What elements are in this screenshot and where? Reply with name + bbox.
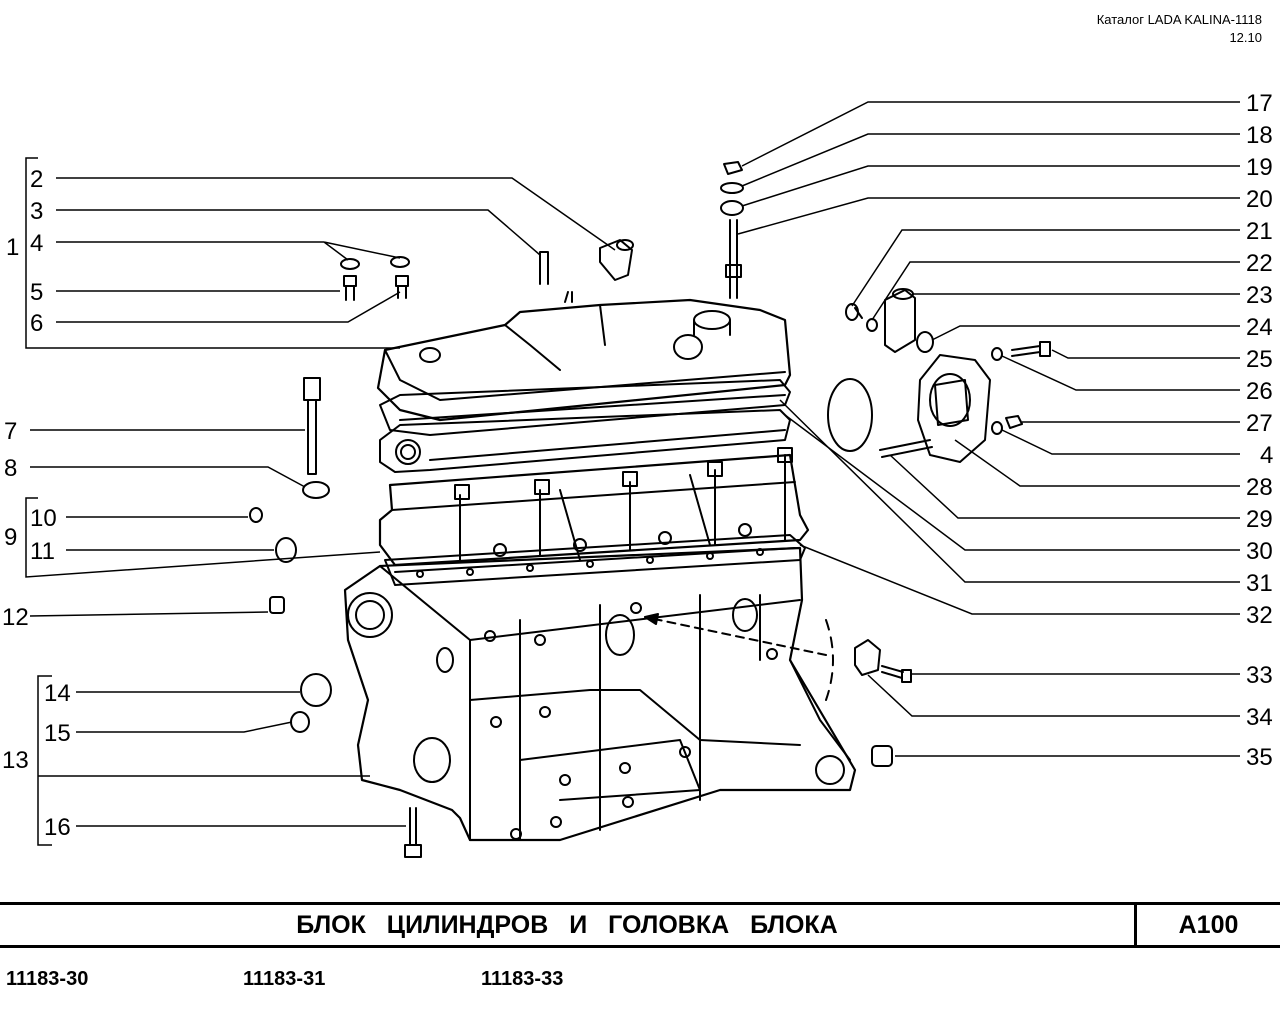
callout-12: 12 [2, 604, 29, 631]
callout-27: 27 [1246, 410, 1273, 437]
stud-20 [725, 219, 742, 299]
title-bar: БЛОК ЦИЛИНДРОВ И ГОЛОВКА БЛОКА A100 [0, 902, 1280, 948]
callout-30: 30 [1246, 538, 1273, 565]
callout-34: 34 [1246, 704, 1273, 731]
knock-sensor-34 [854, 639, 881, 676]
stud-3 [539, 251, 549, 285]
callout-22: 22 [1246, 250, 1273, 277]
callout-29: 29 [1246, 506, 1273, 533]
catalog-date: 12.10 [1229, 30, 1262, 45]
cover-gasket-lower [379, 409, 791, 473]
bolt-16 [404, 807, 422, 858]
cylinder-head [378, 447, 810, 567]
model-code-3: 11183-33 [481, 968, 564, 990]
callout-2: 2 [30, 166, 43, 193]
callout-11: 11 [30, 538, 55, 565]
callout-24: 24 [1246, 314, 1273, 341]
valve-cover [376, 291, 792, 422]
elbow-fitting [599, 239, 634, 281]
cylinder-block [343, 546, 857, 842]
callout-19: 19 [1246, 154, 1273, 181]
callout-10: 10 [30, 505, 57, 532]
plug-15 [290, 711, 310, 733]
cover-gasket-upper [379, 379, 791, 436]
bolt-25 [1011, 341, 1051, 357]
page-title: БЛОК ЦИЛИНДРОВ И ГОЛОВКА БЛОКА [296, 911, 838, 939]
callout-18: 18 [1246, 122, 1273, 149]
callout-8: 8 [4, 455, 17, 482]
thermostat-housing [917, 354, 991, 463]
o-ring-24 [916, 331, 934, 353]
nut-17 [723, 161, 743, 175]
callout-33: 33 [1246, 662, 1273, 689]
washer-4b [390, 256, 410, 268]
stud-thermostat [879, 439, 933, 458]
callout-31: 31 [1246, 570, 1273, 597]
o-ring-29 [827, 378, 873, 452]
callout-21: 21 [1246, 218, 1273, 245]
callout-32: 32 [1246, 602, 1273, 629]
cap-10 [249, 507, 263, 523]
washer-4a [340, 258, 360, 270]
callout-4-right: 4 [1260, 442, 1273, 469]
callout-14: 14 [44, 680, 71, 707]
page-code: A100 [1178, 911, 1239, 939]
callout-3: 3 [30, 198, 43, 225]
callout-26: 26 [1246, 378, 1273, 405]
dashed-arc [825, 619, 834, 701]
washer-8 [302, 481, 330, 499]
bolt-5 [343, 275, 357, 301]
callout-5: 5 [30, 279, 43, 306]
leader-lines [25, 101, 1240, 846]
model-code-1: 11183-30 [6, 968, 89, 990]
head-bolt-7 [303, 377, 321, 475]
callout-4: 4 [30, 230, 43, 257]
title-divider [1134, 905, 1137, 945]
callout-13: 13 [2, 747, 29, 774]
nut-27 [1005, 415, 1023, 429]
callout-1: 1 [6, 234, 19, 261]
callout-7: 7 [4, 418, 17, 445]
callout-20: 20 [1246, 186, 1273, 213]
oil-seal-11 [275, 537, 297, 563]
callout-28: 28 [1246, 474, 1273, 501]
washer-18 [720, 182, 744, 194]
callout-9: 9 [4, 524, 17, 551]
dashed-arrow [644, 616, 827, 656]
callout-35: 35 [1246, 744, 1273, 771]
plug-14 [300, 673, 332, 707]
sleeve-12 [269, 596, 285, 614]
bolt-33 [881, 665, 912, 683]
washer-22 [866, 318, 878, 332]
callout-25: 25 [1246, 346, 1273, 373]
callout-16: 16 [44, 814, 71, 841]
catalog-title: Каталог LADA KALINA-1118 [1096, 12, 1262, 27]
model-code-2: 11183-31 [243, 968, 326, 990]
washer-4c [991, 421, 1003, 435]
callout-6: 6 [30, 310, 43, 337]
callout-17: 17 [1246, 90, 1273, 117]
callout-23: 23 [1246, 282, 1273, 309]
callout-15: 15 [44, 720, 71, 747]
sleeve-35 [871, 745, 893, 767]
pipe-23 [884, 288, 916, 353]
washer-26 [991, 347, 1003, 361]
bolt-21 [845, 303, 863, 321]
arrow-head [644, 613, 659, 625]
seal-19 [720, 200, 744, 216]
head-gasket [384, 534, 806, 586]
bolt-6 [395, 275, 409, 299]
